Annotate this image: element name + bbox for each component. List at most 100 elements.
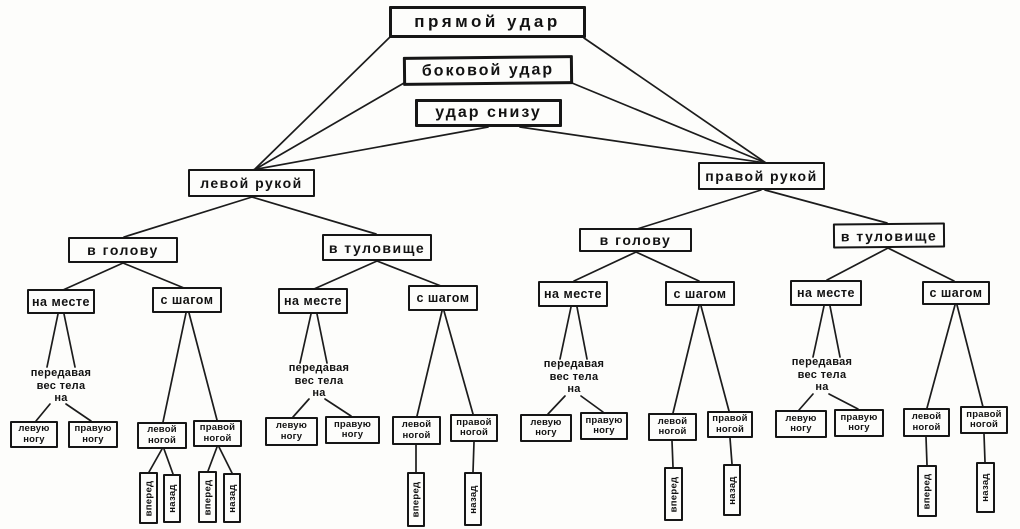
node-g3-levoy-nogoy-label: левой ногой (657, 415, 688, 437)
node-g2-levuyu-nogu: левую ногу (265, 417, 318, 446)
node-g4-na-meste-label: на месте (796, 286, 856, 300)
node-g3-na-meste: на месте (538, 281, 608, 307)
connector-line (251, 196, 377, 235)
node-g3-s-shagom: с шагом (665, 281, 735, 306)
node-bokovoy-udar-label: боковой удар (421, 60, 555, 80)
node-g4-nazad: назад (976, 462, 995, 513)
node-g1-s-shagom: с шагом (152, 287, 222, 313)
connector-line (636, 189, 762, 230)
connector-line (925, 436, 928, 466)
node-g3-na-meste-label: на месте (543, 287, 603, 301)
connector-line (148, 448, 163, 473)
node-g3-levuyu-nogu: левую ногу (520, 414, 572, 442)
node-g2-pravoy-nogoy-label: правой ногой (456, 416, 492, 438)
connector-line (764, 189, 888, 224)
node-g1-nazad-2: назад (223, 473, 241, 523)
connector-line (188, 312, 218, 421)
node-g1-na-meste: на месте (27, 289, 95, 314)
connector-line (46, 313, 59, 368)
node-g2-pravoy-nogoy: правой ногой (450, 414, 498, 442)
connector-line (671, 440, 674, 468)
node-g3-v-golovu: в голову (579, 228, 692, 252)
node-g2-pravuyu-nogu: правую ногу (325, 416, 380, 444)
node-g3-vpered-label: вперед (668, 476, 679, 512)
connector-line (253, 36, 391, 171)
node-pryamoy-udar: прямой удар (389, 6, 586, 38)
connector-line (416, 310, 443, 417)
connector-line (299, 313, 312, 364)
node-g4-v-tulovishche-label: в туловище (840, 227, 938, 244)
connector-line (828, 393, 859, 410)
connector-line (123, 196, 253, 238)
node-g1-levuyu-nogu: левую ногу (10, 421, 58, 448)
connector-line (583, 37, 767, 164)
node-g2-levoy-nogoy-label: левой ногой (401, 419, 432, 441)
node-g2-levoy-nogoy: левой ногой (392, 416, 441, 445)
node-g3-levuyu-nogu-label: левую ногу (530, 416, 562, 438)
connector-line (887, 247, 955, 282)
connector-line (443, 310, 474, 415)
node-g1-pravoy-nogoy-label: правой ногой (199, 422, 236, 444)
node-g1-vpered-1: вперед (139, 472, 158, 524)
connector-line (63, 313, 76, 368)
node-g1-pravuyu-nogu: правую ногу (68, 421, 118, 448)
node-g2-v-tulovishche-label: в туловище (328, 239, 426, 256)
text-g1-weight-label: передавая вес тела на (30, 367, 92, 405)
text-g2-weight-label: передавая вес тела на (288, 362, 350, 400)
connector-line (253, 82, 405, 171)
connector-line (122, 262, 185, 289)
node-g1-v-golovu-label: в голову (87, 242, 159, 258)
node-g1-levuyu-nogu-label: левую ногу (18, 423, 50, 445)
node-udar-snizu: удар снизу (415, 99, 562, 127)
node-g3-v-golovu-label: в голову (599, 232, 672, 248)
node-g4-levoy-nogoy: левой ногой (903, 408, 950, 437)
connector-line (324, 398, 352, 417)
node-g4-vpered: вперед (917, 465, 937, 517)
node-g3-nazad-label: назад (726, 475, 738, 505)
connector-line (983, 433, 986, 463)
node-pravoy-rukoy: правой рукой (698, 162, 825, 190)
node-pravoy-rukoy-label: правой рукой (705, 168, 818, 184)
connector-line (826, 247, 889, 281)
connector-line (472, 441, 475, 473)
node-g4-na-meste: на месте (790, 280, 862, 306)
connector-line (207, 446, 218, 472)
connector-line (798, 393, 814, 411)
node-g1-s-shagom-label: с шагом (160, 293, 214, 307)
node-g1-pravoy-nogoy: правой ногой (193, 420, 242, 447)
node-bokovoy-udar: боковой удар (402, 55, 574, 86)
node-g2-s-shagom: с шагом (408, 285, 478, 311)
connector-line (313, 260, 378, 290)
connector-line (829, 305, 841, 358)
connector-line (573, 251, 637, 282)
node-g4-levuyu-nogu: левую ногу (775, 410, 827, 438)
connector-line (926, 304, 956, 409)
node-g3-levoy-nogoy: левой ногой (648, 413, 697, 441)
text-g1-weight: передавая вес тела на (23, 366, 99, 406)
connector-line (35, 403, 51, 422)
connector-line (700, 305, 730, 412)
node-g4-vpered-label: вперед (921, 473, 933, 509)
node-g3-pravoy-nogoy: правой ногой (707, 411, 753, 438)
node-g4-s-shagom-label: с шагом (929, 286, 983, 300)
node-g4-pravuyu-nogu-label: правую ногу (840, 411, 878, 433)
text-g3-weight: передавая вес тела на (536, 357, 612, 397)
connector-line (251, 126, 489, 171)
node-g3-pravuyu-nogu-label: правую ногу (585, 414, 623, 436)
node-g4-pravoy-nogoy-label: правой ногой (966, 408, 1002, 430)
connector-line (576, 306, 588, 360)
node-g4-s-shagom: с шагом (922, 281, 990, 305)
text-g3-weight-label: передавая вес тела на (543, 358, 605, 396)
node-g1-nazad-1-label: назад (166, 484, 178, 513)
connector-line (547, 395, 566, 415)
node-g1-nazad-2-label: назад (226, 483, 238, 513)
connector-line (571, 82, 767, 164)
connector-line (162, 312, 187, 423)
text-g2-weight: передавая вес тела на (281, 361, 357, 401)
node-g3-pravoy-nogoy-label: правой ногой (712, 413, 748, 435)
node-g1-levoy-nogoy-label: левой ногой (147, 424, 177, 446)
node-g3-s-shagom-label: с шагом (673, 286, 727, 301)
text-g4-weight-label: передавая вес тела на (791, 356, 853, 394)
connector-line (519, 126, 767, 164)
